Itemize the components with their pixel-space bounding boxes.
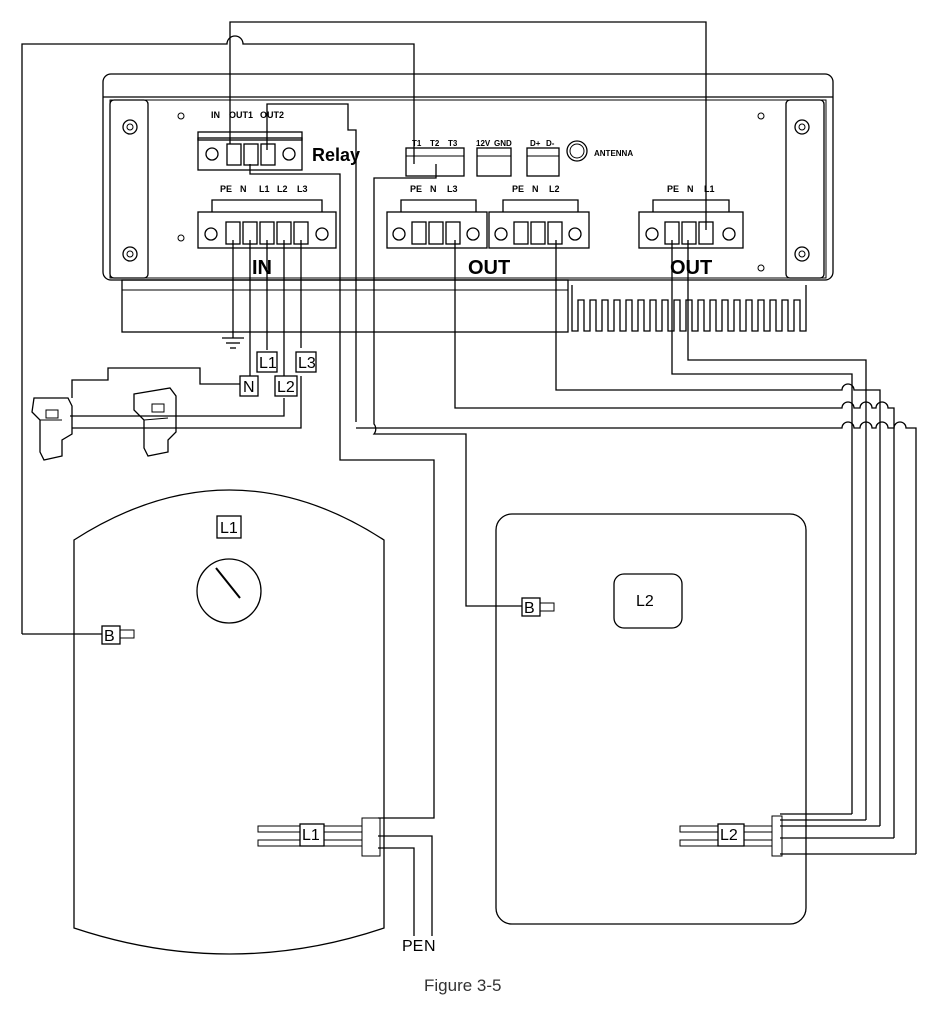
relay-terminal: IN OUT1 OUT2 Relay bbox=[197, 110, 360, 171]
out1-l3-label: L3 bbox=[447, 184, 458, 194]
wiring bbox=[21, 21, 917, 936]
sensor-b-right-label: B bbox=[524, 600, 535, 617]
screw-icon bbox=[122, 246, 138, 262]
12v-label: 12V bbox=[476, 139, 491, 148]
out3-label: OUT bbox=[670, 257, 712, 279]
in-block-label: IN bbox=[252, 257, 272, 279]
tank-left-label-box bbox=[216, 515, 242, 539]
heater-left-label: L1 bbox=[302, 827, 320, 844]
t2-label: T2 bbox=[430, 139, 440, 148]
l2-tag bbox=[274, 375, 298, 397]
circuit-breaker-icon bbox=[133, 387, 177, 457]
d-plus-label: D+ bbox=[530, 139, 541, 148]
antenna-connector: ANTENNA bbox=[566, 140, 633, 162]
l3-tag bbox=[295, 351, 317, 373]
out3-pe-label: PE bbox=[667, 184, 679, 194]
out-shared-label: OUT bbox=[468, 257, 510, 279]
relay-label: Relay bbox=[312, 145, 360, 165]
out2-n-label: N bbox=[532, 184, 539, 194]
circuit-breaker-icon bbox=[31, 397, 73, 461]
screw-icon bbox=[794, 119, 810, 135]
tank-right: L2 B L2 bbox=[495, 513, 807, 925]
controller-unit bbox=[102, 73, 834, 333]
d-minus-label: D- bbox=[546, 139, 555, 148]
n-tag bbox=[239, 375, 259, 397]
tank-left-n-label: N bbox=[424, 938, 436, 955]
t1-label: T1 bbox=[412, 139, 422, 148]
gauge-icon bbox=[196, 558, 262, 624]
heater-right-label: L2 bbox=[720, 827, 738, 844]
output-terminal-l3: PE N L3 bbox=[386, 184, 488, 249]
data-terminal: D+ D- bbox=[526, 139, 560, 177]
sensor-b-left-label: B bbox=[104, 628, 115, 645]
out1-n-label: N bbox=[430, 184, 437, 194]
screw-icon bbox=[122, 119, 138, 135]
tank-right-label-box bbox=[613, 573, 683, 629]
relay-out1-label: OUT1 bbox=[229, 110, 253, 120]
l1-tag bbox=[256, 351, 278, 373]
l1-tag-text: L1 bbox=[259, 355, 277, 372]
figure-caption: Figure 3-5 bbox=[424, 976, 501, 995]
in-l1-label: L1 bbox=[259, 184, 270, 194]
out2-pe-label: PE bbox=[512, 184, 524, 194]
output-terminal-l2: PE N L2 bbox=[488, 184, 590, 249]
in-pe-label: PE bbox=[220, 184, 232, 194]
relay-in-label: IN bbox=[211, 110, 220, 120]
antenna-icon bbox=[566, 140, 588, 162]
tank-left-pe-label: PE bbox=[402, 938, 423, 955]
t3-label: T3 bbox=[448, 139, 458, 148]
out1-pe-label: PE bbox=[410, 184, 422, 194]
out3-l1-label: L1 bbox=[704, 184, 715, 194]
out3-n-label: N bbox=[687, 184, 694, 194]
gnd-label: GND bbox=[494, 139, 512, 148]
n-tag-text: N bbox=[243, 379, 255, 396]
heater-element-right: L2 bbox=[679, 815, 783, 857]
heater-element-left: L1 bbox=[257, 817, 381, 857]
out2-l2-label: L2 bbox=[549, 184, 560, 194]
tank-right-label: L2 bbox=[636, 593, 654, 610]
output-terminal-l1: PE N L1 OUT bbox=[638, 184, 744, 279]
in-n-label: N bbox=[240, 184, 247, 194]
supply-tags: L1 L3 N L2 bbox=[239, 351, 317, 397]
screw-icon bbox=[794, 246, 810, 262]
power-terminal: 12V GND bbox=[476, 139, 512, 177]
antenna-label: ANTENNA bbox=[594, 149, 633, 158]
sensor-terminal: T1 T2 T3 bbox=[405, 139, 465, 177]
l2-tag-text: L2 bbox=[277, 379, 295, 396]
in-l2-label: L2 bbox=[277, 184, 288, 194]
l3-tag-text: L3 bbox=[298, 355, 316, 372]
relay-out2-label: OUT2 bbox=[260, 110, 284, 120]
tank-left: L1 B L1 PE N bbox=[22, 489, 436, 955]
in-l3-label: L3 bbox=[297, 184, 308, 194]
tank-left-label: L1 bbox=[220, 520, 238, 537]
